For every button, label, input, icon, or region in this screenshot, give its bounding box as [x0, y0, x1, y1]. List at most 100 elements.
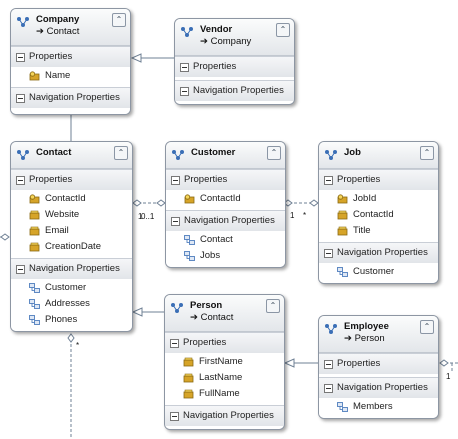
collapse-entity-icon[interactable]: ⌃ [420, 320, 434, 334]
navigation-property-icon [337, 402, 348, 412]
entity-company[interactable]: Company ➔ Contact ⌃ Properties Name Navi… [10, 8, 131, 115]
section-collapse-icon[interactable] [16, 53, 25, 62]
entity-header[interactable]: Customer ⌃ [166, 142, 285, 169]
navigation-property-icon [337, 267, 348, 277]
section-collapse-icon[interactable] [170, 339, 179, 348]
navigation-item-phones[interactable]: Phones [11, 312, 132, 328]
property-item-email[interactable]: Email [11, 223, 132, 239]
navigation-list: Customer [319, 263, 438, 283]
navigation-properties-section[interactable]: Navigation Properties [11, 258, 132, 279]
property-item-name[interactable]: Name [11, 68, 130, 84]
property-item-creationdate[interactable]: CreationDate [11, 239, 132, 255]
navigation-item-jobs[interactable]: Jobs [166, 248, 285, 264]
section-collapse-icon[interactable] [16, 94, 25, 103]
section-collapse-icon[interactable] [324, 249, 333, 258]
key-property-icon [184, 194, 195, 204]
property-label: CreationDate [45, 241, 101, 252]
collapse-entity-icon[interactable]: ⌃ [266, 299, 280, 313]
navigation-item-contact[interactable]: Contact [166, 232, 285, 248]
entity-name: Company [36, 14, 80, 25]
entity-header[interactable]: Vendor ➔ Company ⌃ [175, 19, 294, 56]
property-item-title[interactable]: Title [319, 223, 438, 239]
section-label: Properties [193, 61, 237, 72]
entity-header[interactable]: Person ➔ Contact ⌃ [165, 295, 284, 332]
section-collapse-icon[interactable] [180, 63, 189, 72]
entity-header[interactable]: Company ➔ Contact ⌃ [11, 9, 130, 46]
navigation-list: Customer Addresses Phones [11, 279, 132, 331]
navigation-properties-section[interactable]: Navigation Properties [165, 405, 284, 426]
navigation-list: Members [319, 398, 438, 418]
collapse-entity-icon[interactable]: ⌃ [267, 146, 281, 160]
empty-list [175, 77, 294, 80]
property-item-contactid[interactable]: ContactId [319, 207, 438, 223]
navigation-label: Customer [353, 266, 395, 277]
navigation-property-icon [184, 235, 195, 245]
property-item-lastname[interactable]: LastName [165, 370, 284, 386]
property-item-jobid[interactable]: JobId [319, 191, 438, 207]
collapse-entity-icon[interactable]: ⌃ [114, 146, 128, 160]
property-label: FullName [199, 388, 240, 399]
association-end-diamond [156, 199, 166, 207]
section-collapse-icon[interactable] [324, 176, 333, 185]
entity-person[interactable]: Person ➔ Contact ⌃ Properties FirstName … [164, 294, 285, 430]
entity-base-type: ➔ Person [344, 333, 385, 344]
multiplicity-label: * [76, 341, 79, 350]
navigation-item-members[interactable]: Members [319, 399, 438, 415]
navigation-item-customer[interactable]: Customer [11, 280, 132, 296]
section-collapse-icon[interactable] [324, 384, 333, 393]
entity-base-type: ➔ Contact [36, 26, 80, 37]
navigation-item-addresses[interactable]: Addresses [11, 296, 132, 312]
entity-name: Vendor [200, 24, 233, 35]
navigation-item-customer[interactable]: Customer [319, 264, 438, 280]
section-collapse-icon[interactable] [16, 176, 25, 185]
entity-header[interactable]: Job ⌃ [319, 142, 438, 169]
properties-section[interactable]: Properties [166, 169, 285, 190]
entity-type-icon [181, 27, 193, 37]
entity-header[interactable]: Employee ➔ Person ⌃ [319, 316, 438, 353]
property-icon [337, 210, 348, 220]
properties-section[interactable]: Properties [319, 169, 438, 190]
properties-section[interactable]: Properties [11, 46, 130, 67]
navigation-properties-section[interactable]: Navigation Properties [166, 210, 285, 231]
property-item-firstname[interactable]: FirstName [165, 354, 284, 370]
entity-customer[interactable]: Customer ⌃ Properties ContactId Navigati… [165, 141, 286, 268]
entity-vendor[interactable]: Vendor ➔ Company ⌃ Properties Navigation… [174, 18, 295, 105]
section-collapse-icon[interactable] [324, 360, 333, 369]
properties-section[interactable]: Properties [11, 169, 132, 190]
navigation-properties-section[interactable]: Navigation Properties [175, 80, 294, 101]
navigation-property-icon [29, 299, 40, 309]
section-label: Properties [29, 51, 73, 62]
association-end-diamond [132, 199, 142, 207]
properties-section[interactable]: Properties [319, 353, 438, 374]
entity-employee[interactable]: Employee ➔ Person ⌃ Properties Navigatio… [318, 315, 439, 419]
association-end-diamond [283, 199, 293, 207]
entity-type-icon [17, 150, 29, 160]
collapse-entity-icon[interactable]: ⌃ [112, 13, 126, 27]
entity-type-icon [17, 17, 29, 27]
navigation-properties-section[interactable]: Navigation Properties [319, 242, 438, 263]
property-item-fullname[interactable]: FullName [165, 386, 284, 402]
section-collapse-icon[interactable] [180, 87, 189, 96]
entity-contact[interactable]: Contact ⌃ Properties ContactId Website [10, 141, 133, 332]
property-icon [29, 210, 40, 220]
navigation-label: Addresses [45, 298, 90, 309]
section-collapse-icon[interactable] [16, 265, 25, 274]
section-collapse-icon[interactable] [171, 176, 180, 185]
properties-section[interactable]: Properties [165, 332, 284, 353]
property-label: Email [45, 225, 69, 236]
entity-type-icon [325, 324, 337, 334]
property-item-contactid[interactable]: ContactId [166, 191, 285, 207]
collapse-entity-icon[interactable]: ⌃ [420, 146, 434, 160]
property-item-contactid[interactable]: ContactId [11, 191, 132, 207]
entity-type-icon [172, 150, 184, 160]
collapse-entity-icon[interactable]: ⌃ [276, 23, 290, 37]
property-item-website[interactable]: Website [11, 207, 132, 223]
properties-section[interactable]: Properties [175, 56, 294, 77]
entity-header[interactable]: Contact ⌃ [11, 142, 132, 169]
entity-job[interactable]: Job ⌃ Properties JobId ContactId Tit [318, 141, 439, 284]
navigation-properties-section[interactable]: Navigation Properties [319, 377, 438, 398]
section-collapse-icon[interactable] [171, 217, 180, 226]
key-property-icon [29, 71, 40, 81]
section-collapse-icon[interactable] [170, 412, 179, 421]
navigation-properties-section[interactable]: Navigation Properties [11, 87, 130, 108]
